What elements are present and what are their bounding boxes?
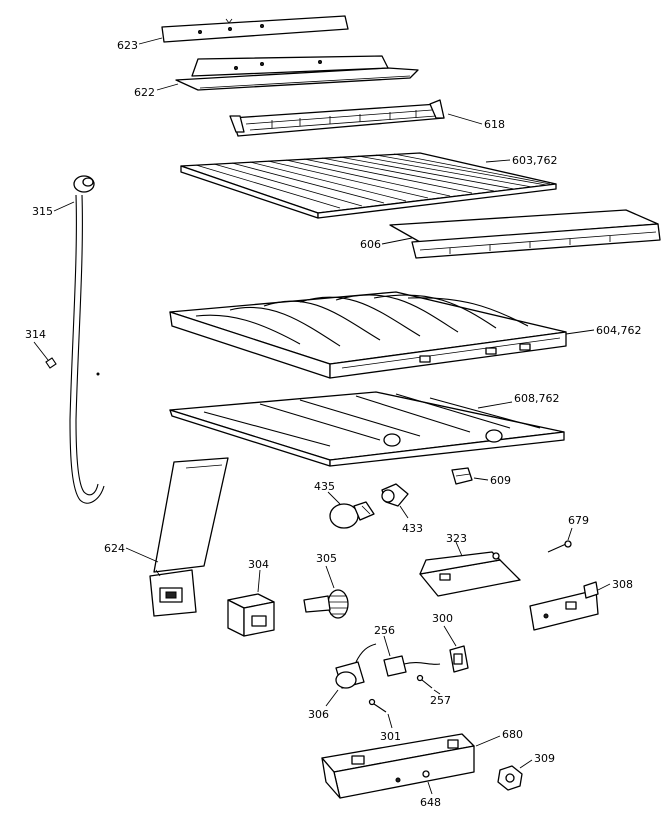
part-306: 680 [321,728,523,799]
label-305: 305 [316,552,337,565]
part-604-762: 604,762 [169,291,642,379]
part-315: 315 [32,175,105,504]
label-301: 309 [534,752,555,765]
label-604-762: 604,762 [596,324,642,337]
label-603-762: 603,762 [512,154,558,167]
part-314: 314 [25,328,57,369]
label-622: 622 [134,86,155,99]
part-680: 301 [368,698,401,743]
part-608-762: 608,762 [169,391,565,467]
label-608-762: 608,762 [514,392,560,405]
part-606: 606 [360,209,661,259]
label-679: 679 [568,514,589,527]
label-300: 300 [432,612,453,625]
label-309: 648 [420,796,441,809]
label-308: 308 [612,578,633,591]
label-623: 623 [117,39,138,52]
label-624: 624 [104,542,125,555]
part-618: 618 [229,99,505,137]
label-323: 323 [446,532,467,545]
part-603-762: 603,762 [180,152,558,219]
part-300: 300 [432,612,469,673]
part-309: 648 [420,781,441,809]
label-256: 256 [374,624,395,637]
part-609: 609 [451,467,511,487]
part-679: 679 [547,514,589,553]
part-301: 309 [497,752,555,791]
label-315: 315 [32,205,53,218]
label-314: 314 [25,328,46,341]
stray-dot [96,372,100,376]
part-323: 323 [419,532,521,597]
part-304: 304 [227,558,275,637]
label-304: 304 [248,558,269,571]
label-433: 433 [402,522,423,535]
label-609: 609 [490,474,511,487]
part-622: 622 [134,55,419,99]
part-623: 623 [117,15,349,52]
label-648: 306 [308,708,329,721]
part-308: 308 [529,578,633,631]
part-648: 306 [308,643,377,721]
part-257: 257 [416,674,451,707]
label-435: 435 [314,480,335,493]
part-435: 435 [314,480,375,529]
label-306: 680 [502,728,523,741]
part-305: 305 [303,552,349,619]
part-433: 433 [381,483,423,535]
part-256: 256 [374,624,441,677]
label-606: 606 [360,238,381,251]
label-618: 618 [484,118,505,131]
part-624: 624 [104,457,229,617]
label-257: 257 [430,694,451,707]
label-680: 301 [380,730,401,743]
